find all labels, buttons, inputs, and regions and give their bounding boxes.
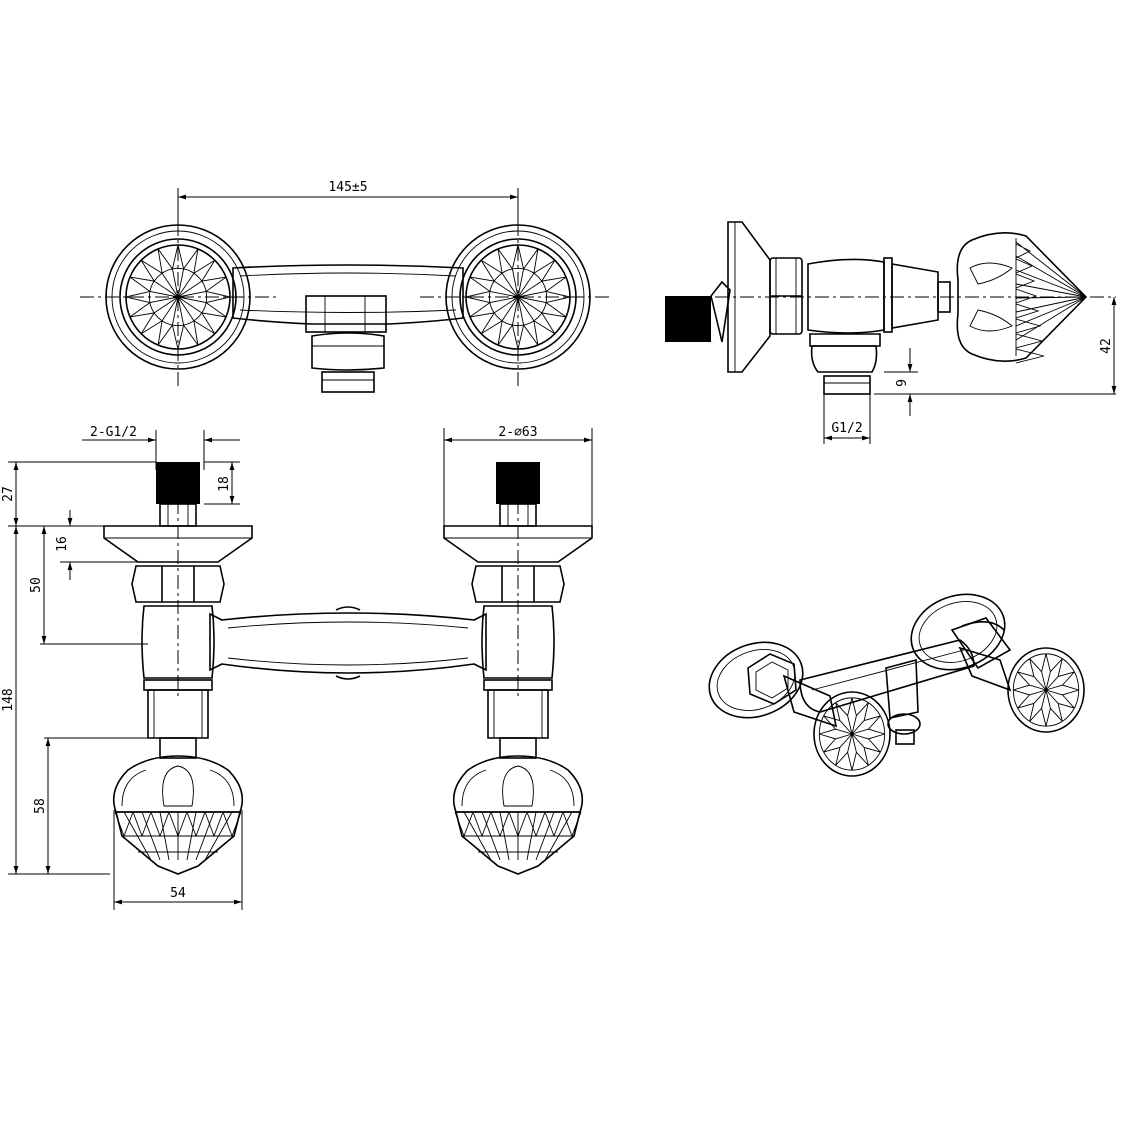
right-valve [443,462,593,875]
side-knob-facets [1015,241,1087,364]
dim-front-flange: 2-∅63 [498,425,537,440]
valve-bonnet [487,689,549,739]
dim-front-nipple: 27 [1,486,16,502]
dim-front-thread-len: 18 [217,476,232,492]
handle-petal-left [121,769,147,807]
handle-petal-left [461,769,487,807]
dim-front-flange-h: 16 [55,536,70,552]
dim-side-offset: 9 [895,379,910,387]
spindle [159,737,197,759]
knob-outline [1007,647,1085,733]
dim-front-total: 148 [1,688,16,711]
valve-bonnet [147,689,209,739]
dim-front-axis: 50 [29,577,44,593]
crystal-facets [454,811,582,861]
crystal-facets [114,811,242,861]
iso-back-knob [1007,647,1085,733]
inlet-thread [156,462,200,504]
side-knob-facet-lines [1015,241,1087,364]
left-valve [103,462,253,875]
spindle [499,737,537,759]
knob-facets [1013,653,1079,727]
handle-crystal [454,811,582,875]
side-view: 42 9 G1/2 [665,221,1117,444]
dim-front-thread: 2-G1/2 [90,425,137,440]
valve-body [141,605,215,679]
handle-petal-right [209,769,235,807]
iso-front-knob [813,691,891,777]
knob-outline [813,691,891,777]
handle-crown [452,755,584,813]
isometric-view [708,593,1085,777]
dim-top-spacing: 145±5 [328,180,367,195]
top-view: 145±5 [80,180,612,393]
dim-front-width: 54 [170,886,186,901]
handle-petal [502,765,534,807]
valve-body [481,605,555,679]
hex-nut [471,565,565,603]
handle-crystal [114,811,242,875]
front-view: 2-G1/2 2-∅63 27 148 50 16 58 18 54 [1,425,593,910]
handle-petal-right [549,769,575,807]
handle-petal [162,765,194,807]
inlet-thread [496,462,540,504]
dim-front-handle: 58 [33,798,48,814]
hex-nut [131,565,225,603]
knob-facets [819,697,885,771]
dim-side-height: 42 [1099,338,1114,354]
dim-side-thread: G1/2 [831,421,862,436]
inlet-thread [665,296,711,342]
handle-crown [112,755,244,813]
